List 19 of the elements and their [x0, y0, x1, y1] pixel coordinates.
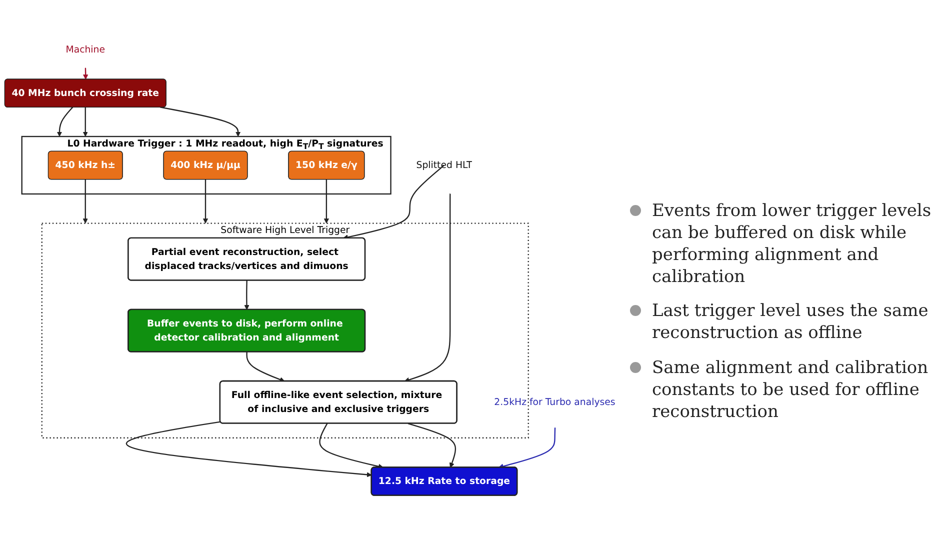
bullet-note: Last trigger level uses the same reconstruction as offline — [652, 301, 928, 344]
node-text: 2.5kHz for Turbo analyses — [494, 396, 616, 408]
bullet-note: Same alignment and calibration constants to be used for offline reconstruction — [652, 358, 928, 422]
arrow — [56, 107, 74, 138]
arrow — [244, 280, 250, 310]
arrow — [246, 352, 285, 382]
arrow — [82, 180, 88, 224]
arrow — [404, 194, 451, 383]
arrow — [160, 107, 241, 138]
arrow — [83, 68, 88, 80]
bullet-note: Events from lower trigger levels can be buffered on disk while performing alignment and calibration — [652, 201, 932, 288]
arrow — [82, 108, 88, 138]
arrow — [324, 180, 330, 224]
node-text: Splitted HLT — [416, 160, 472, 171]
node-text: Machine — [66, 44, 106, 56]
arrow — [202, 180, 208, 224]
arrow — [498, 428, 556, 470]
arrow — [126, 422, 372, 478]
arrow — [319, 424, 384, 470]
